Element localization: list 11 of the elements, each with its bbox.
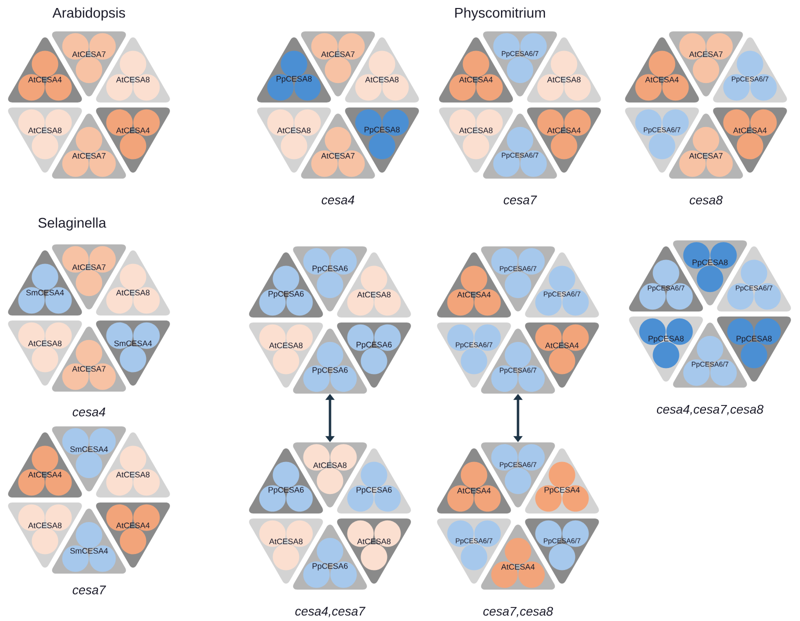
caption: cesa4,cesa7	[295, 606, 366, 618]
caption: cesa4	[322, 196, 354, 204]
caption: cesa4	[72, 408, 106, 416]
title: Selaginella	[38, 217, 106, 231]
caption: cesa7	[504, 196, 538, 204]
caption: cesa7,cesa8	[483, 606, 554, 618]
title: Physcomitrium	[455, 7, 545, 21]
caption: cesa7	[72, 586, 106, 594]
caption: cesa8	[690, 196, 723, 204]
title: Arabidopsis	[52, 7, 126, 21]
caption: cesa4,cesa7,cesa8	[656, 404, 764, 416]
